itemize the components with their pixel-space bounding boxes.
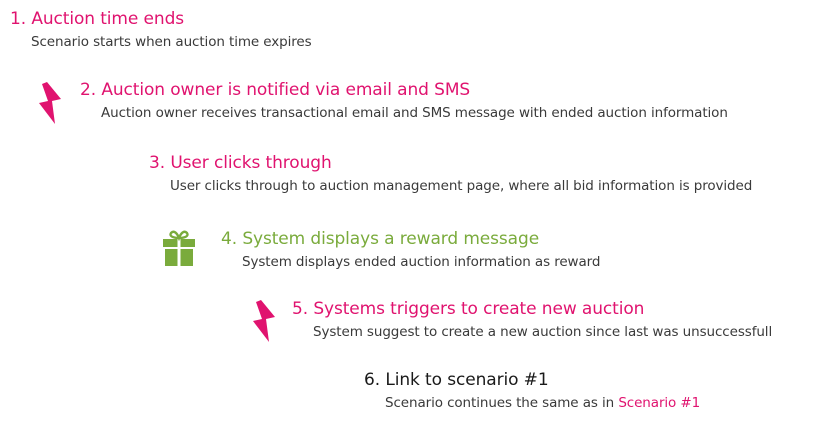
step-1: 1. Auction time ends Scenario starts whe… [10,8,312,51]
step-4-title: 4. System displays a reward message [221,229,540,249]
gift-icon [161,229,197,271]
step-4: 4. System displays a reward message Syst… [221,228,600,271]
step-1-title: 1. Auction time ends [10,9,185,29]
step-2-title: 2. Auction owner is notified via email a… [80,80,471,100]
step-6-title: 6. Link to scenario #1 [364,370,549,390]
lightning-bolt-icon [252,300,276,346]
step-3-title: 3. User clicks through [149,153,332,173]
step-6: 6. Link to scenario #1 Scenario continue… [364,369,700,412]
step-1-description: Scenario starts when auction time expire… [31,34,312,50]
step-3-description: User clicks through to auction managemen… [170,178,753,194]
step-2-description: Auction owner receives transactional ema… [101,105,728,121]
step-4-description: System displays ended auction informatio… [242,254,601,270]
step-5-description: System suggest to create a new auction s… [313,324,773,340]
step-3: 3. User clicks through User clicks throu… [149,152,752,195]
step-6-description-text: Scenario continues the same as in [385,395,619,411]
lightning-bolt-icon [38,82,62,128]
step-6-description: Scenario continues the same as in Scenar… [385,394,700,412]
step-2: 2. Auction owner is notified via email a… [80,79,728,122]
step-5: 5. Systems triggers to create new auctio… [292,298,772,341]
step-5-title: 5. Systems triggers to create new auctio… [292,299,645,319]
scenario-1-link[interactable]: Scenario #1 [618,395,701,411]
